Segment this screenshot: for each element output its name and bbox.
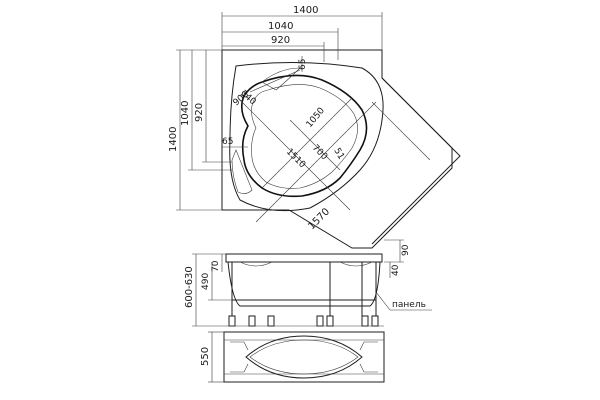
- headrest: [261, 67, 301, 91]
- side-body: [227, 261, 381, 307]
- side-rim: [225, 253, 383, 263]
- dim-51: 51: [331, 147, 345, 162]
- plan-view: 1400 1040 920 65 1400 1040 920 65 340 90…: [168, 5, 461, 249]
- tub-basin: [240, 74, 368, 198]
- leg: [371, 315, 379, 327]
- dim-width-1040: 1040: [268, 21, 293, 32]
- leg: [248, 315, 256, 327]
- dim-65-left: 65: [222, 137, 233, 147]
- dim-90: 90: [401, 244, 411, 256]
- dim-490: 490: [201, 273, 211, 290]
- dim-overall-width: 1400: [293, 5, 318, 16]
- dim-550: 550: [200, 347, 211, 366]
- dim-700: 700: [310, 143, 329, 162]
- tub-rim: [229, 61, 384, 212]
- dim-height-920: 920: [194, 103, 205, 122]
- dim-height-1400: 1400: [168, 127, 179, 152]
- leg: [326, 315, 334, 327]
- panel-ellipse: [245, 335, 363, 379]
- dim-65-top: 65: [298, 59, 308, 70]
- leg: [267, 315, 275, 327]
- panel-view: 550: [200, 331, 385, 383]
- dim-height-1040: 1040: [180, 101, 191, 126]
- side-view: 600-630 490 70 90 40 панель: [184, 239, 432, 327]
- panel-label: панель: [392, 300, 426, 310]
- panel-outline: [223, 331, 385, 383]
- dim-40: 40: [391, 264, 401, 276]
- tub-outline: [221, 49, 453, 249]
- dim-600-630: 600-630: [184, 266, 195, 308]
- armrest-left: [231, 149, 253, 194]
- tub-front-edge: [371, 77, 461, 245]
- leg: [316, 315, 324, 327]
- leg: [228, 315, 236, 327]
- dim-1510: 1510: [284, 147, 307, 170]
- leg: [361, 315, 369, 327]
- dim-width-920: 920: [271, 35, 290, 46]
- dim-70: 70: [211, 260, 221, 272]
- tub-basin-inner: [251, 84, 358, 189]
